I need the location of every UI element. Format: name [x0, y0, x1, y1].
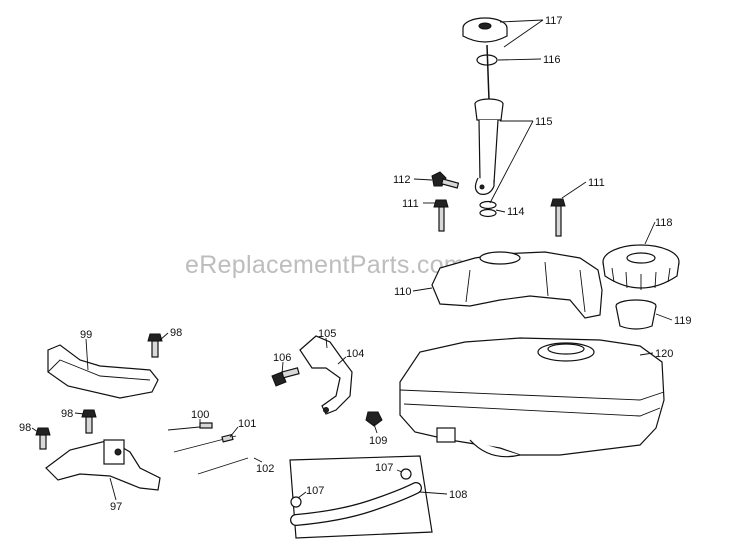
part-108-fuel-line-inset[interactable] [289, 455, 433, 539]
dipstick-rod [486, 44, 490, 101]
callout-108: 108 [449, 489, 467, 501]
part-100-cable[interactable] [167, 422, 213, 431]
leader-97 [109, 477, 117, 501]
callout-114: 114 [507, 206, 525, 218]
part-104-lever[interactable] [299, 335, 353, 415]
watermark-text: eReplacementParts.com [185, 251, 465, 279]
part-115-fill-tube[interactable] [474, 98, 504, 195]
leader-112 [413, 178, 433, 181]
callout-119: 119 [674, 315, 692, 327]
part-118-fuel-cap[interactable] [602, 244, 680, 290]
leader-117 [499, 19, 544, 48]
part-117-dipstick-cap[interactable] [462, 17, 508, 43]
leader-104 [337, 356, 347, 365]
callout-112: 112 [393, 174, 411, 186]
part-98-screw-top[interactable] [147, 333, 163, 358]
leader-98-left [31, 427, 39, 433]
callout-100: 100 [191, 409, 209, 421]
part-106-screw[interactable] [271, 367, 300, 387]
part-101-cable[interactable] [173, 433, 237, 453]
leader-120 [639, 352, 654, 356]
part-119-fuel-strainer[interactable] [615, 299, 657, 330]
leader-116 [497, 58, 542, 61]
part-109-nut[interactable] [365, 411, 383, 427]
part-114-o-rings[interactable] [479, 200, 497, 218]
leader-109 [373, 423, 378, 434]
part-111-bolt-right[interactable] [550, 198, 566, 237]
part-110-tank-bracket[interactable] [431, 251, 603, 319]
callout-98-left: 98 [19, 422, 31, 434]
leader-118 [644, 221, 656, 245]
callout-111-left: 111 [402, 198, 419, 210]
callout-107-left: 107 [306, 485, 324, 497]
callout-115: 115 [535, 116, 553, 128]
callout-101: 101 [238, 418, 256, 430]
part-120-fuel-tank[interactable] [399, 337, 665, 458]
callout-104: 104 [346, 348, 364, 360]
callout-110: 110 [394, 286, 412, 298]
leader-101 [229, 426, 239, 438]
callout-98-mid: 98 [61, 408, 73, 420]
part-97-control-bracket[interactable] [45, 439, 161, 491]
leader-114 [495, 209, 506, 213]
part-98-screw-mid[interactable] [81, 409, 97, 434]
part-112-flange-bolt[interactable] [431, 171, 460, 189]
callout-97: 97 [110, 501, 122, 513]
leader-102 [253, 457, 263, 463]
callout-98-top: 98 [170, 327, 182, 339]
leader-108 [419, 491, 448, 495]
leader-105 [325, 337, 328, 349]
callout-111-right: 111 [588, 177, 605, 189]
leader-107-left [297, 491, 307, 499]
leader-110 [412, 287, 433, 292]
leader-106 [281, 361, 284, 375]
callout-120: 120 [655, 348, 673, 360]
part-107-clamp-left[interactable] [290, 496, 302, 508]
leader-107-right [396, 469, 403, 473]
callout-109: 109 [369, 435, 387, 447]
callout-99: 99 [80, 329, 92, 341]
callout-105: 105 [318, 328, 336, 340]
callout-102: 102 [256, 463, 274, 475]
leader-98-mid [74, 412, 85, 415]
part-99-control-shroud[interactable] [47, 344, 159, 399]
callout-106: 106 [273, 352, 291, 364]
part-98-screw-left[interactable] [35, 427, 51, 450]
callout-117: 117 [545, 15, 563, 27]
leader-115 [489, 120, 534, 204]
callout-116: 116 [543, 54, 561, 66]
leader-98-top [159, 332, 169, 341]
leader-99 [85, 338, 89, 371]
leader-119 [655, 313, 673, 321]
callout-107-right: 107 [375, 462, 393, 474]
callout-118: 118 [655, 217, 673, 229]
part-102-spring-link[interactable] [197, 457, 249, 475]
leader-111-right [561, 181, 587, 199]
part-111-bolt-left[interactable] [433, 199, 449, 232]
part-107-clamp-right[interactable] [400, 468, 412, 480]
